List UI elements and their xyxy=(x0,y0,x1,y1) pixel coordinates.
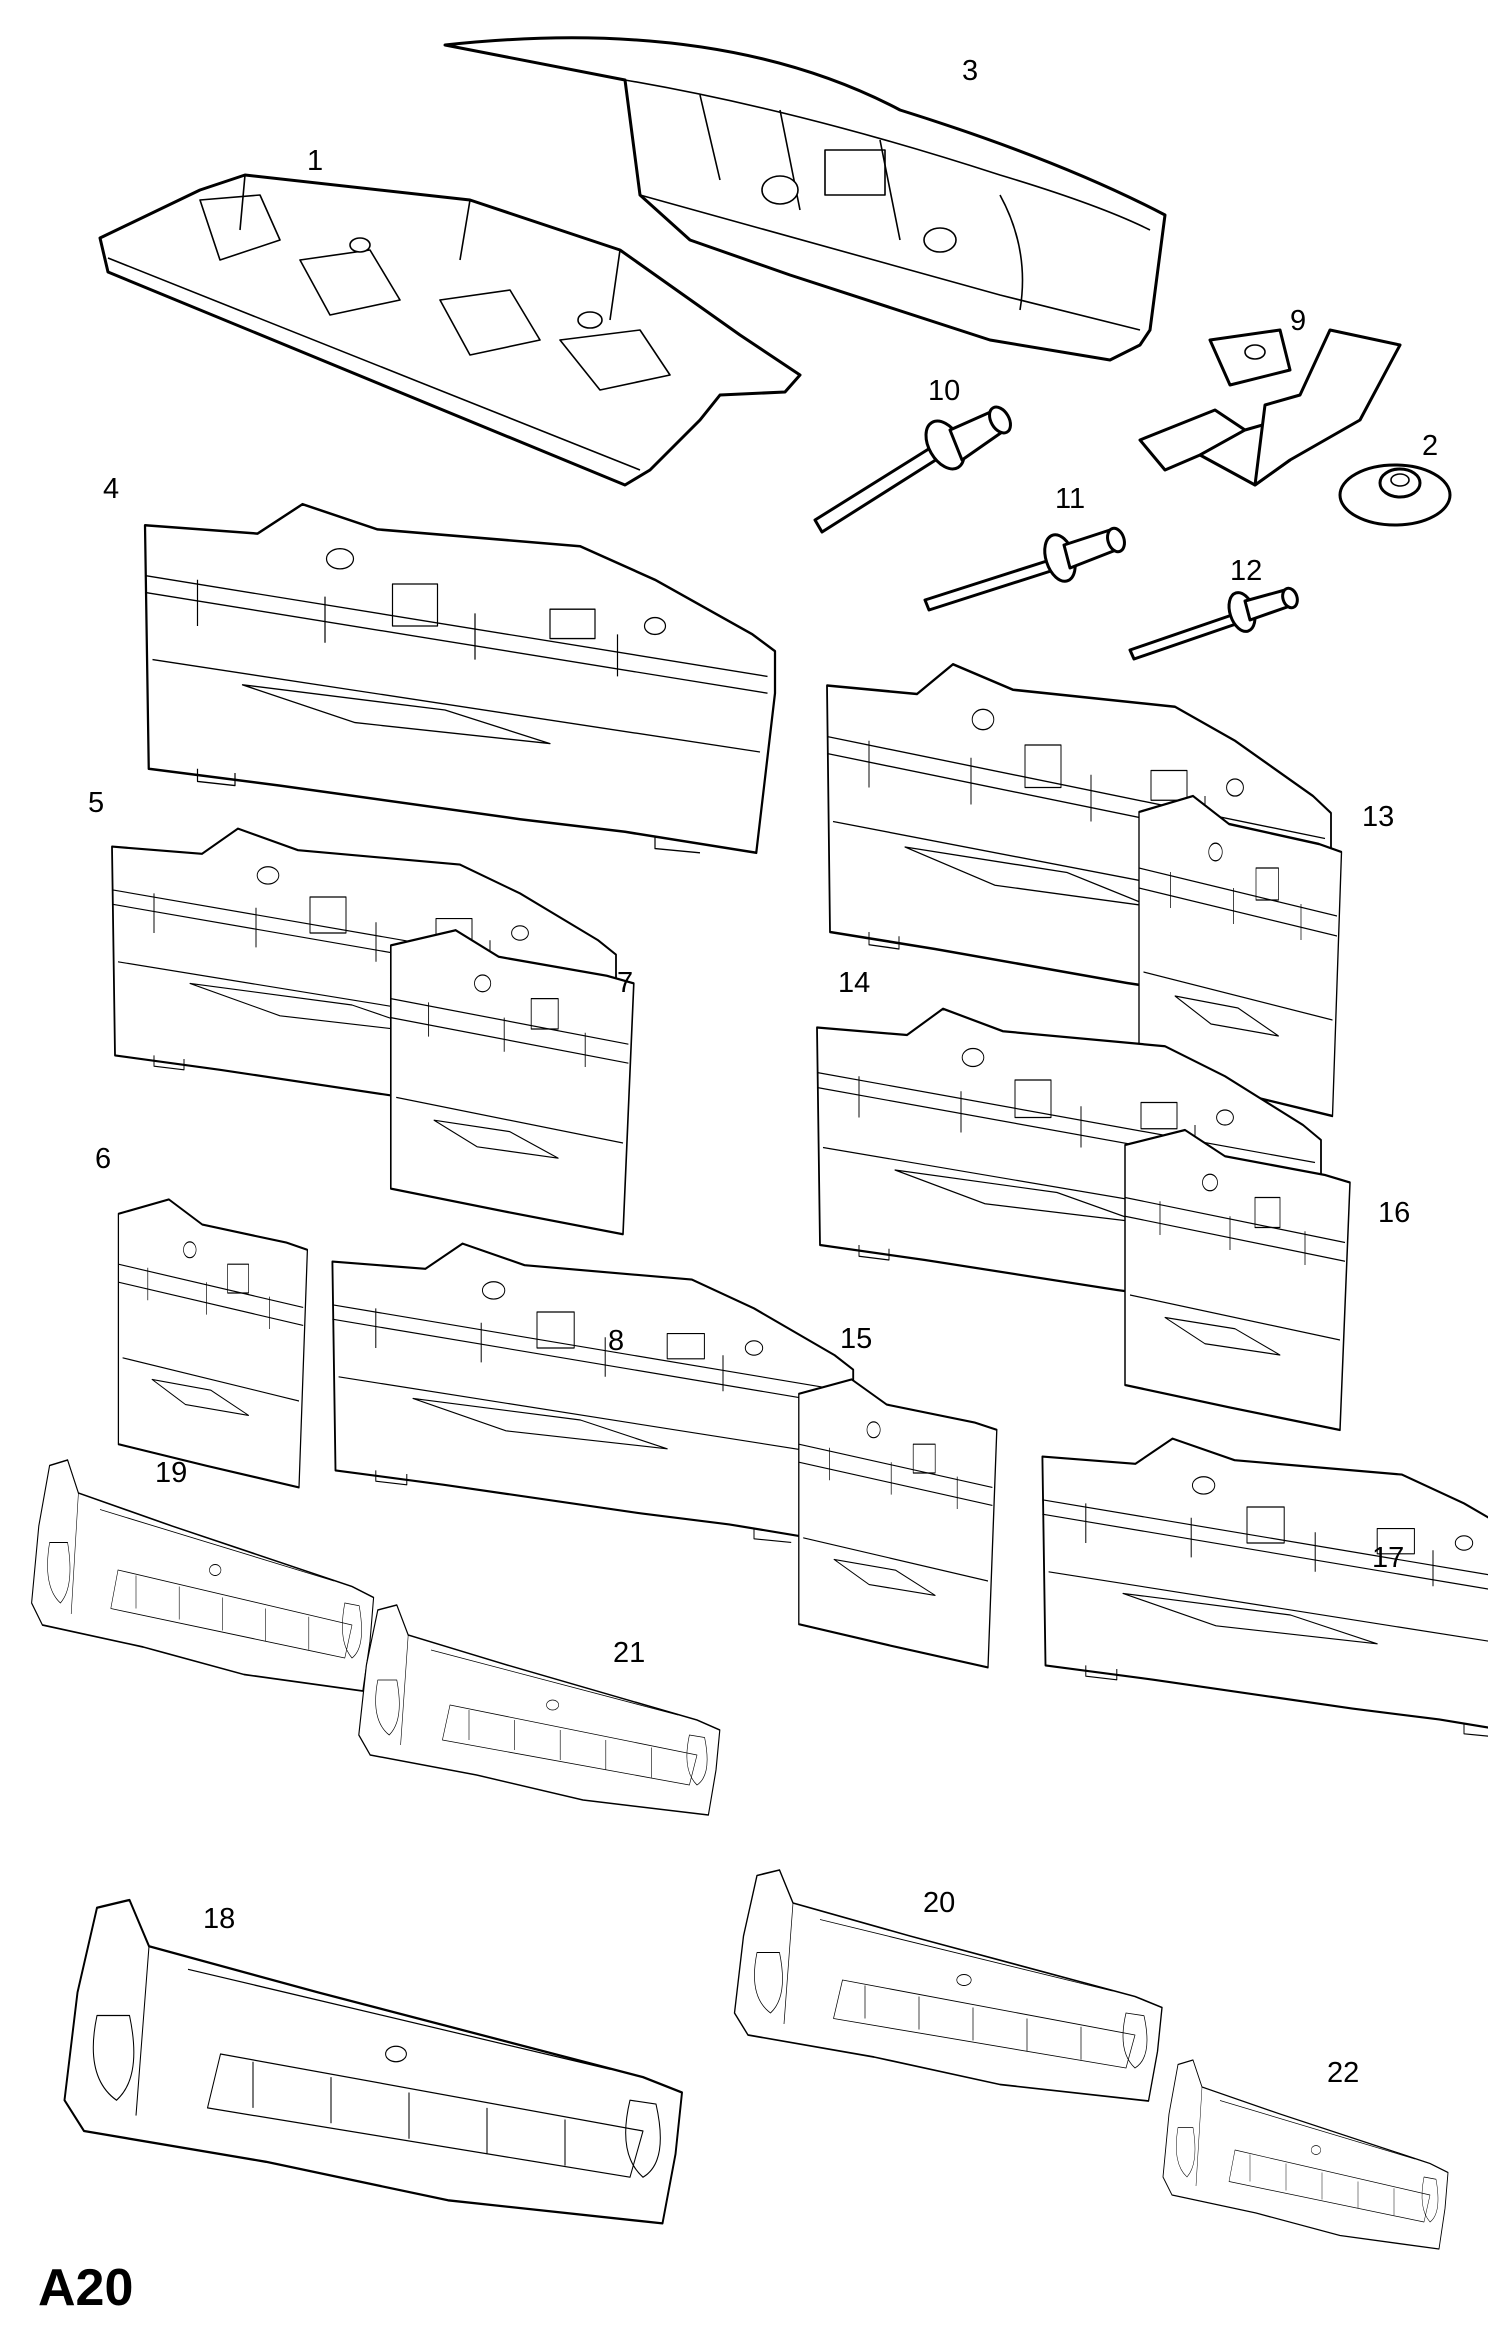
part-17-panel xyxy=(1041,1437,1488,1739)
callout-16: 16 xyxy=(1378,1197,1410,1229)
part-7-panel xyxy=(389,929,635,1236)
callout-12: 12 xyxy=(1230,555,1262,587)
callout-9: 9 xyxy=(1290,305,1306,337)
part-8-panel xyxy=(331,1242,855,1544)
part-18-floor-pan xyxy=(63,1898,684,2225)
callout-7: 7 xyxy=(617,967,633,999)
callout-2: 2 xyxy=(1422,430,1438,462)
sheet-label: A20 xyxy=(38,2259,133,2317)
callout-3: 3 xyxy=(962,55,978,87)
part-22-floor-section xyxy=(1162,2059,1449,2250)
part-16-panel xyxy=(1123,1128,1352,1432)
part-10-rivet xyxy=(813,405,1012,534)
part-19-floor-section xyxy=(30,1459,375,1692)
callout-14: 14 xyxy=(838,967,870,999)
callout-4: 4 xyxy=(103,473,119,505)
callout-6: 6 xyxy=(95,1143,111,1175)
part-6-panel xyxy=(117,1198,309,1489)
callout-19: 19 xyxy=(155,1457,187,1489)
part-21-floor-section xyxy=(358,1604,721,1816)
part-2-nut xyxy=(1338,463,1452,527)
part-4-rear-panel xyxy=(143,502,777,855)
part-11-rivet xyxy=(923,526,1126,612)
callout-20: 20 xyxy=(923,1887,955,1919)
part-12-rivet xyxy=(1128,586,1299,661)
callout-8: 8 xyxy=(608,1325,624,1357)
callout-10: 10 xyxy=(928,375,960,407)
callout-18: 18 xyxy=(203,1903,235,1935)
callout-5: 5 xyxy=(88,787,104,819)
part-1-rear-shelf xyxy=(98,173,802,487)
part-9-bracket xyxy=(1138,328,1402,487)
callout-11: 11 xyxy=(1055,483,1085,515)
callout-22: 22 xyxy=(1327,2057,1359,2089)
callout-17: 17 xyxy=(1372,1542,1404,1574)
part-3-boot-lid xyxy=(443,36,1167,362)
callout-1: 1 xyxy=(307,145,323,177)
callout-13: 13 xyxy=(1362,801,1394,833)
callout-21: 21 xyxy=(613,1637,645,1669)
callout-15: 15 xyxy=(840,1323,872,1355)
part-15-panel xyxy=(797,1378,998,1669)
